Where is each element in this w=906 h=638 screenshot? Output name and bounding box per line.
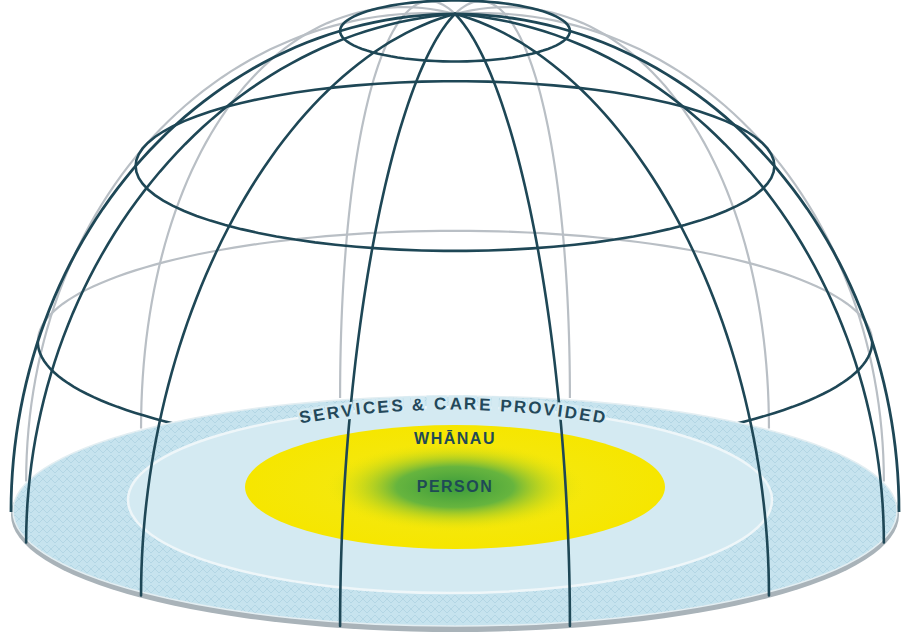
dome-front-rib [455,14,769,595]
ring-label-letter: E [376,398,391,416]
dome-ring [340,0,570,61]
ring-label-letter: D [590,408,607,427]
ring-label: SERVICES & CARE PROVIDED [11,394,899,634]
dome-front-rib [455,14,570,626]
person-label: PERSON [417,478,494,496]
services-base-disc: PERSONWHĀNAUSERVICES & CARE PROVIDED [11,394,899,634]
dome-outline [11,14,455,512]
ring-label-letter: E [478,396,492,413]
whanau-ellipse: PERSON WHĀNAU [245,425,665,549]
person-fill [325,442,585,532]
dome-back-rib [340,1,455,398]
dome-front-rib [141,14,455,595]
ring-label-letter: A [448,395,462,412]
dome-ring [136,81,775,251]
ring-label-letter: R [512,398,528,416]
disc-surface [13,396,897,626]
ring-label-letter: P [499,397,513,415]
ring-label-letter: C [433,395,448,412]
dome-back-rib [455,7,769,428]
ring-label-letter: V [339,401,354,420]
ring-label-letter: & [410,396,425,414]
dome-front-rib [26,14,455,543]
ring-label-letter: O [526,399,543,417]
dome-front-rib [455,14,884,543]
person-core: PERSON [325,442,585,532]
dome-back-ring [38,231,872,342]
whanau-label: WHĀNAU [414,430,496,448]
ring-label-letter: V [542,400,557,418]
ring-label-letter: R [462,396,477,413]
dome-back-rib [455,1,570,398]
ring-label-letter: S [390,397,404,415]
dome-front-rib [340,14,455,626]
disc-inner-ring [128,407,772,593]
dome-back-rib [141,7,455,428]
whanau-fill [245,425,665,549]
dome-outline [455,14,899,512]
